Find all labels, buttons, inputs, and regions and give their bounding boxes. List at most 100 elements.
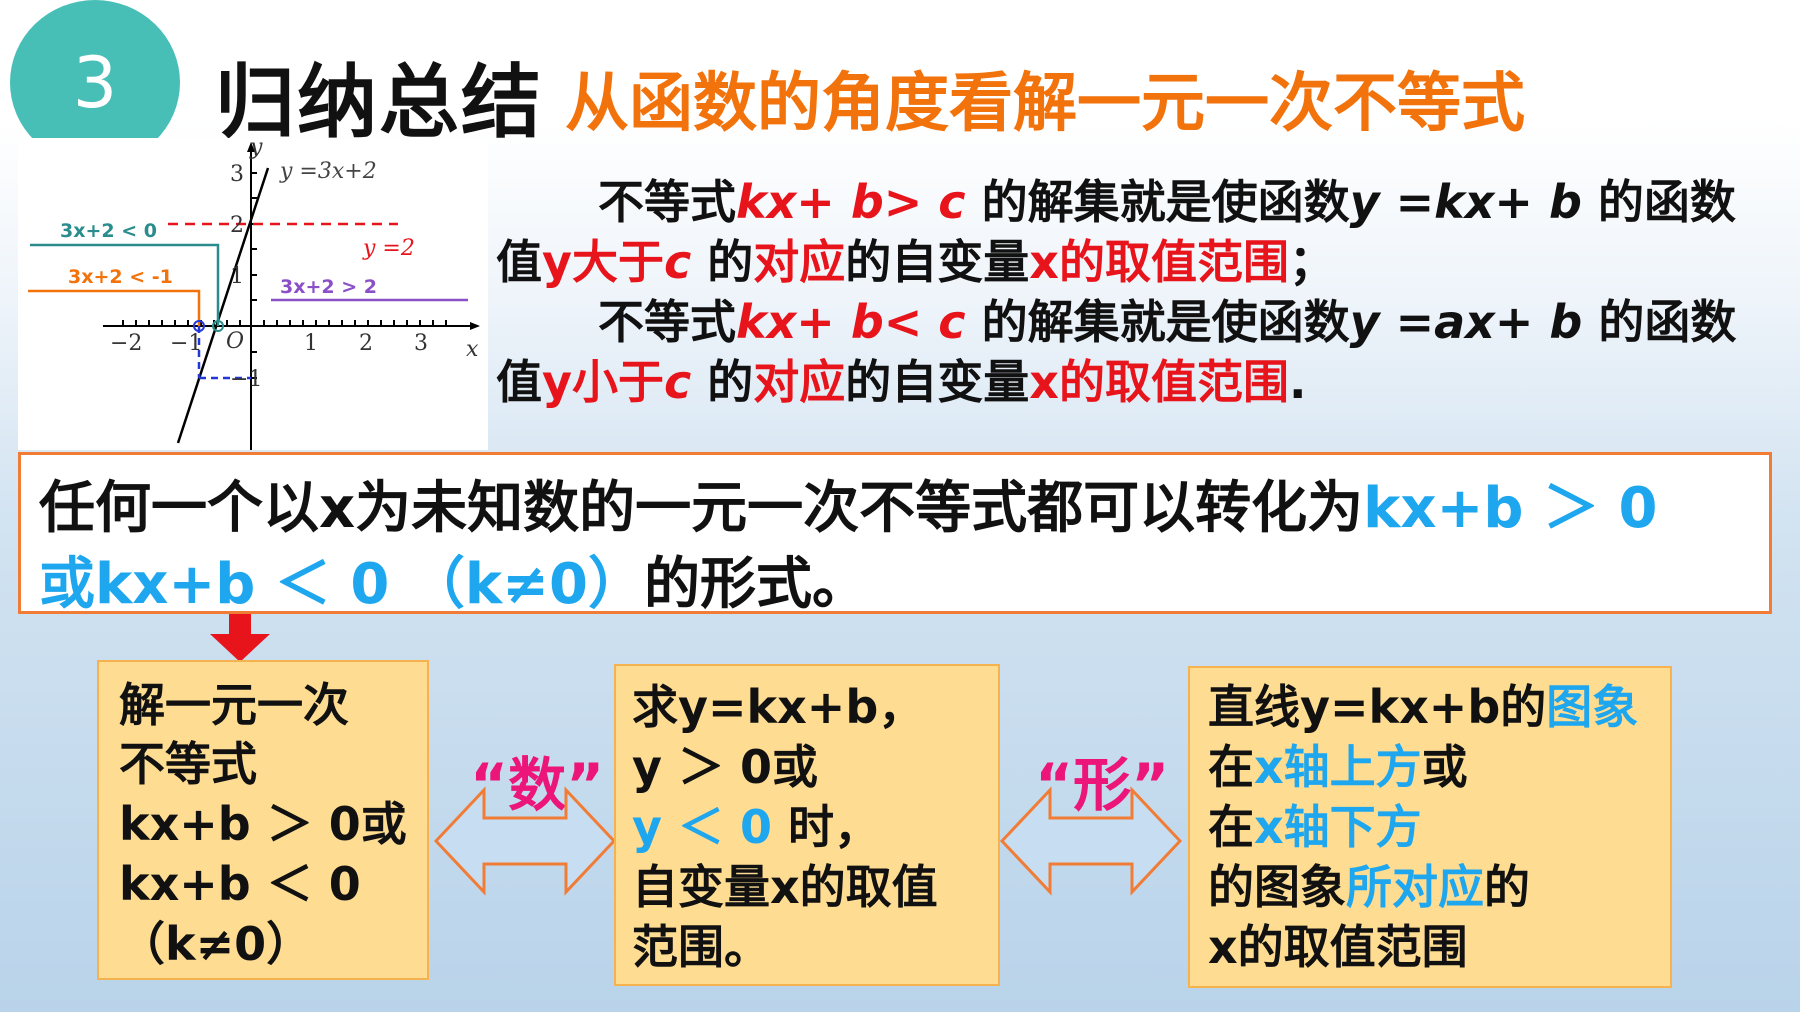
graph-svg: y x O y =3x+2 y =2 −2 −1 1 2 3 3 2 1 −1 … xyxy=(28,138,480,450)
box-mid-line3-cond: y ＜ 0 xyxy=(632,800,789,854)
para2-variable: 的自变量 xyxy=(845,355,1030,409)
box-right-or: 或 xyxy=(1421,740,1468,794)
box-mid-line1: 求y=kx+b， xyxy=(632,680,925,734)
para1-text4: 值 xyxy=(496,235,542,289)
box-right-line1: 直线y=kx+b的图象 xyxy=(1208,678,1638,736)
para1-text3: 的函数 xyxy=(1597,175,1736,229)
para2-y-less: y小于 xyxy=(542,355,664,409)
para2-line2: 值y小于c 的对应的自变量x的取值范围. xyxy=(496,352,1306,412)
double-arrow-xing-icon xyxy=(999,786,1183,896)
para2-punct: . xyxy=(1288,355,1307,409)
box-mid-line3-when: 时， xyxy=(788,800,881,854)
box-left-line3: kx+b ＞ 0或 xyxy=(119,797,407,851)
para2-de: 的 xyxy=(707,355,754,409)
section-number-badge: 3 xyxy=(10,0,180,165)
box-mid-line4: 自变量x的取值 xyxy=(632,860,938,914)
para2-text4: 值 xyxy=(496,355,542,409)
page-subtitle: 从函数的角度看解一元一次不等式 xyxy=(565,67,1525,141)
box-solve-inequality: 解一元一次 不等式 kx+b ＞ 0或 kx+b ＜ 0 （k≠0） xyxy=(97,660,429,980)
para1-punct: ； xyxy=(1288,235,1335,289)
box-graph-interpretation: 直线y=kx+b的图象 在x轴上方或 在x轴下方 的图象所对应的 x的取值范围 xyxy=(1188,666,1672,988)
para2-c: c xyxy=(664,355,692,409)
statement-form-lt: 或kx+b ＜ 0 （k≠0） xyxy=(39,552,644,617)
para2-function: y =ax+ b xyxy=(1349,295,1583,349)
box-left-line1: 解一元一次 xyxy=(119,678,349,732)
statement-text: 任何一个以x为未知数的一元一次不等式都可以转化为 xyxy=(39,476,1364,541)
point-root xyxy=(212,320,224,332)
box-right-line2: 在x轴上方或 xyxy=(1208,738,1468,796)
box-mid-line3: y ＜ 0 时， xyxy=(632,798,880,856)
para2-range: x的取值范围 xyxy=(1029,355,1289,409)
down-arrow-icon xyxy=(210,614,270,662)
box-right-de: 的 xyxy=(1484,860,1530,914)
box-right-corresponding: 所对应 xyxy=(1346,860,1484,914)
label-3x2-gt2: 3x+2 > 2 xyxy=(280,276,377,298)
box-right-at: 在 xyxy=(1208,740,1254,794)
para1-y-greater: y大于 xyxy=(542,235,664,289)
para2-inequality: kx+ b< c xyxy=(736,295,966,349)
para1-c: c xyxy=(664,235,692,289)
box-right-line5: x的取值范围 xyxy=(1208,920,1468,974)
tick-y-3: 3 xyxy=(230,162,244,187)
para1-line1: 不等式kx+ b> c 的解集就是使函数y =kx+ b 的函数 xyxy=(598,172,1736,232)
line-equation-label: y =3x+2 xyxy=(279,159,377,184)
statement-text2: 的形式。 xyxy=(643,552,868,617)
x-axis-arrow xyxy=(470,322,480,330)
box-right-below: x轴下方 xyxy=(1254,800,1422,854)
tick-x-3: 3 xyxy=(414,331,428,356)
label-3x2-lt0: 3x+2 < 0 xyxy=(60,220,157,242)
tick-y-1: 1 xyxy=(230,264,244,289)
para2-line1: 不等式kx+ b< c 的解集就是使函数y =ax+ b 的函数 xyxy=(598,292,1736,352)
box-left-line5: （k≠0） xyxy=(119,917,313,971)
x-axis-label: x xyxy=(466,337,479,362)
para1-function: y =kx+ b xyxy=(1349,175,1582,229)
para1-range: x的取值范围 xyxy=(1029,235,1289,289)
para1-de: 的 xyxy=(707,235,754,289)
para2-corresponding: 对应 xyxy=(753,355,846,409)
box-right-line1-text: 直线y=kx+b的 xyxy=(1208,680,1547,734)
point-minus1 xyxy=(193,320,205,332)
box-mid-line5: 范围。 xyxy=(632,920,770,974)
tick-y-neg1: −1 xyxy=(230,367,262,392)
para1-variable: 的自变量 xyxy=(845,235,1030,289)
statement-line1: 任何一个以x为未知数的一元一次不等式都可以转化为kx+b ＞ 0 xyxy=(39,463,1657,544)
box-mid-line2: y ＞ 0或 xyxy=(632,740,819,794)
tick-y-2: 2 xyxy=(230,213,244,238)
para1-corresponding: 对应 xyxy=(753,235,846,289)
box-right-line3: 在x轴下方 xyxy=(1208,798,1422,856)
para2-text2: 的解集就是使函数 xyxy=(981,295,1350,349)
box-left-line2: 不等式 xyxy=(119,737,257,791)
statement-line2: 或kx+b ＜ 0 （k≠0）的形式。 xyxy=(39,539,868,620)
line-y-3x-plus-2 xyxy=(176,167,270,444)
box-right-line4: 的图象所对应的 xyxy=(1208,858,1530,916)
statement-form-gt: kx+b ＞ 0 xyxy=(1363,476,1658,541)
para2-text: 不等式 xyxy=(598,295,736,349)
statement-box: 任何一个以x为未知数的一元一次不等式都可以转化为kx+b ＞ 0 或kx+b ＜… xyxy=(18,452,1772,617)
para1-line2: 值y大于c 的对应的自变量x的取值范围； xyxy=(496,232,1335,292)
tick-x-2: 2 xyxy=(359,331,373,356)
box-right-above: x轴上方 xyxy=(1254,740,1422,794)
y-axis-arrow xyxy=(247,142,255,152)
box-right-image: 的图象 xyxy=(1208,860,1346,914)
box-left-line4: kx+b ＜ 0 xyxy=(119,857,361,911)
origin-label: O xyxy=(226,329,244,354)
y2-label: y =2 xyxy=(362,236,415,261)
para1-text: 不等式 xyxy=(598,175,736,229)
x-ticks xyxy=(122,320,447,326)
region-lt0-line xyxy=(30,243,220,326)
para1-text2: 的解集就是使函数 xyxy=(981,175,1350,229)
page-title: 归纳总结 xyxy=(215,56,543,149)
box-right-graph: 图象 xyxy=(1546,680,1639,734)
box-right-at2: 在 xyxy=(1208,800,1254,854)
function-graph: y x O y =3x+2 y =2 −2 −1 1 2 3 3 2 1 −1 … xyxy=(18,138,488,450)
tick-x-neg2: −2 xyxy=(110,331,142,356)
region-lt-neg1-line xyxy=(28,289,201,326)
tick-x-1: 1 xyxy=(304,331,318,356)
para2-text3: 的函数 xyxy=(1598,295,1737,349)
double-arrow-shu-icon xyxy=(433,786,617,896)
para1-inequality: kx+ b> c xyxy=(736,175,966,229)
y-axis-label: y xyxy=(249,138,263,160)
tick-x-neg1: −1 xyxy=(170,331,202,356)
box-find-function: 求y=kx+b， y ＞ 0或 y ＜ 0 时， 自变量x的取值 范围。 xyxy=(614,664,1000,986)
label-3x2-lt-neg1: 3x+2 < -1 xyxy=(68,266,173,288)
